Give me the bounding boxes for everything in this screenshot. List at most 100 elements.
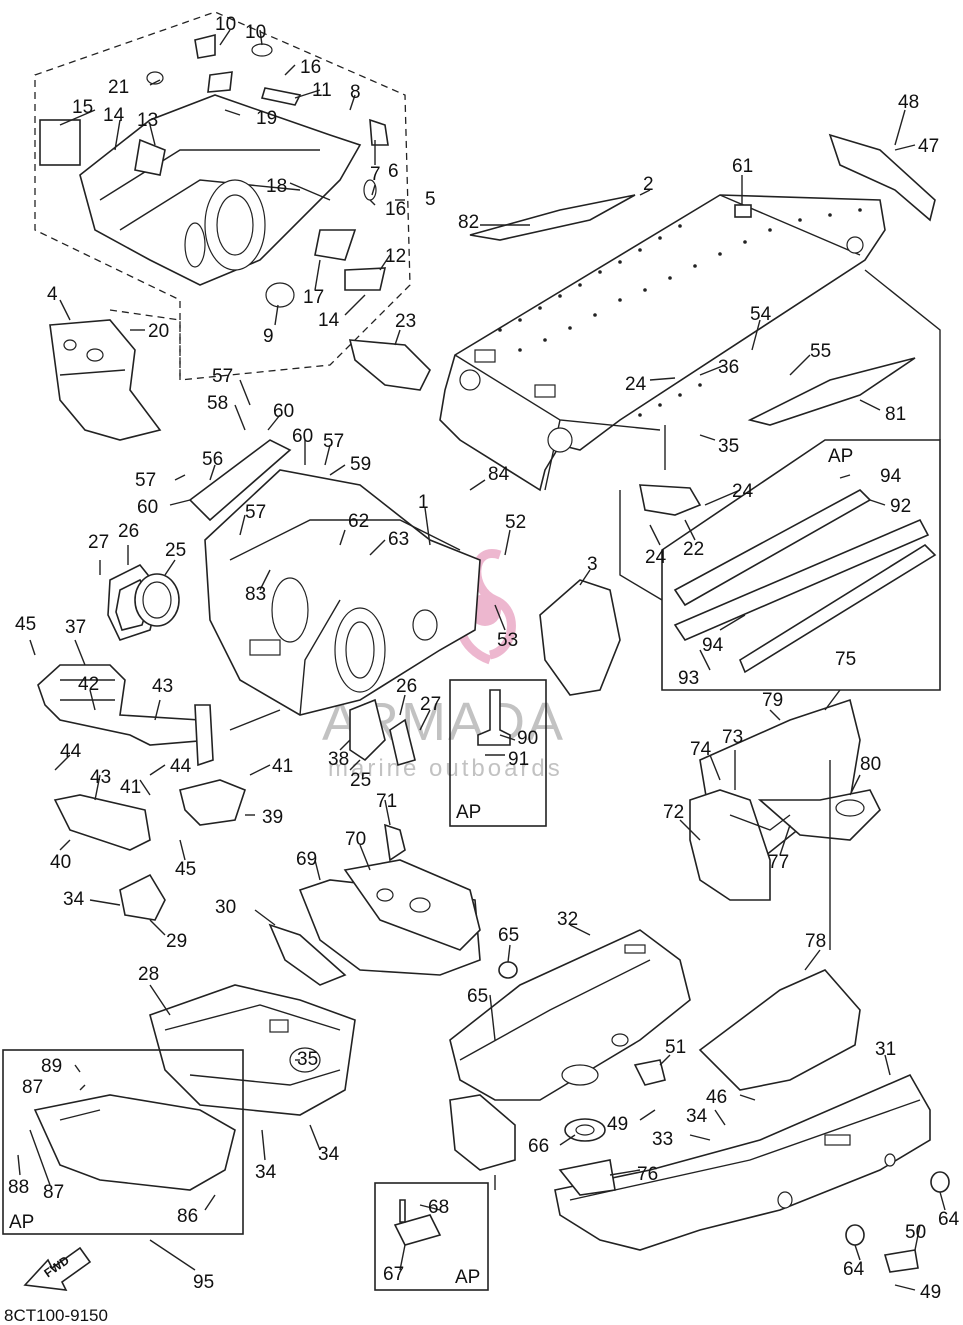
rail-part-82 (469, 194, 636, 241)
callout-16a: 16 (300, 57, 321, 78)
callout-41b: 41 (272, 756, 293, 777)
callout-62: 62 (348, 511, 369, 532)
callout-59: 59 (350, 454, 371, 475)
callout-61: 61 (732, 156, 753, 177)
callout-94a: 94 (880, 466, 902, 487)
callout-34c: 34 (255, 1162, 277, 1183)
callout-31: 31 (875, 1039, 896, 1060)
callout-13: 13 (137, 110, 158, 131)
callout-7: 7 (370, 164, 381, 185)
callout-58: 58 (207, 393, 228, 414)
ap-label-bracket: AP (456, 802, 481, 823)
callout-35a: 35 (718, 436, 739, 457)
callout-42: 42 (78, 674, 99, 695)
cap-part-64-right (930, 1171, 950, 1193)
callout-45a: 45 (15, 614, 36, 635)
fwd-arrow-icon: FWD (23, 1246, 92, 1291)
callout-14a: 14 (103, 105, 125, 126)
callout-23a: 23 (395, 311, 416, 332)
callout-26a: 26 (118, 521, 139, 542)
callout-94b: 94 (702, 635, 724, 656)
callout-54: 54 (750, 304, 772, 325)
callout-64a: 64 (938, 1209, 960, 1230)
callout-75: 75 (835, 649, 856, 670)
callout-46: 46 (706, 1087, 727, 1108)
callout-9: 9 (263, 326, 274, 347)
callout-60b: 60 (292, 426, 313, 447)
handle-bar-part-37 (37, 664, 214, 767)
callout-10a: 10 (215, 14, 236, 35)
callout-70: 70 (345, 829, 366, 850)
callout-51: 51 (665, 1037, 686, 1058)
callout-33: 33 (652, 1129, 673, 1150)
callout-38: 38 (328, 749, 349, 770)
callout-25a: 25 (165, 540, 186, 561)
callout-82: 82 (458, 212, 479, 233)
bracket-group-dashed-line (109, 309, 181, 380)
callout-65a: 65 (498, 925, 519, 946)
callout-67: 67 (383, 1264, 404, 1285)
callout-44a: 44 (60, 741, 82, 762)
ap-box-rails: AP (661, 439, 941, 691)
front-frame-subassembly (39, 33, 389, 308)
bracket-part-23 (348, 339, 431, 391)
callout-57c: 57 (135, 470, 156, 491)
callout-17: 17 (303, 287, 324, 308)
callout-49b: 49 (920, 1282, 941, 1303)
callout-12: 12 (385, 246, 406, 267)
callout-56: 56 (202, 449, 223, 470)
callout-30: 30 (215, 897, 236, 918)
callout-43a: 43 (152, 676, 173, 697)
callout-11: 11 (312, 80, 332, 101)
bracket-part-39 (179, 779, 246, 826)
bracket-part-29 (119, 873, 166, 921)
callout-43b: 43 (90, 767, 111, 788)
callout-48: 48 (898, 92, 919, 113)
rail-part-81 (747, 357, 916, 426)
callout-numbers: 10 10 16 21 11 8 15 14 13 19 6 7 18 16 5… (8, 14, 960, 1303)
callout-1: 1 (418, 492, 429, 513)
callout-68: 68 (428, 1197, 449, 1218)
main-frame-part-1 (188, 439, 481, 716)
callout-19: 19 (256, 108, 277, 129)
callout-72: 72 (663, 802, 684, 823)
callout-78: 78 (805, 931, 826, 952)
callout-95: 95 (193, 1272, 214, 1293)
callout-25b: 25 (350, 770, 371, 791)
callout-93: 93 (678, 668, 699, 689)
callout-83: 83 (245, 584, 266, 605)
callout-14b: 14 (318, 310, 340, 331)
callout-2: 2 (643, 174, 654, 195)
tunnel-rivet-dots (498, 208, 862, 417)
callout-87b: 87 (43, 1182, 64, 1203)
callout-21: 21 (108, 77, 129, 98)
callout-89: 89 (41, 1056, 62, 1077)
plug-part-65 (498, 961, 518, 979)
boot-part-25-lower (349, 698, 416, 767)
callout-24b: 24 (732, 481, 754, 502)
callout-34b: 34 (686, 1106, 708, 1127)
callout-69: 69 (296, 849, 317, 870)
liner-parts-69-70-71 (298, 823, 481, 976)
bracket-part-22 (639, 484, 702, 516)
callout-27a: 27 (88, 532, 109, 553)
callout-76: 76 (637, 1164, 658, 1185)
callout-52: 52 (505, 512, 526, 533)
callout-57b: 57 (323, 431, 344, 452)
callout-34d: 34 (318, 1144, 340, 1165)
callout-91: 91 (508, 749, 529, 770)
callout-5: 5 (425, 189, 436, 210)
bracket-part-51 (633, 1059, 666, 1086)
callout-81: 81 (885, 404, 906, 425)
callout-37: 37 (65, 617, 86, 638)
callout-71: 71 (376, 791, 397, 812)
callout-80: 80 (860, 754, 881, 775)
callout-65b: 65 (467, 986, 488, 1007)
hull-part-31 (554, 1073, 931, 1251)
callout-18: 18 (266, 176, 287, 197)
cap-part-64-lower (845, 1224, 865, 1246)
callout-28: 28 (138, 964, 159, 985)
callout-8: 8 (350, 82, 361, 103)
callout-24a: 24 (625, 374, 647, 395)
